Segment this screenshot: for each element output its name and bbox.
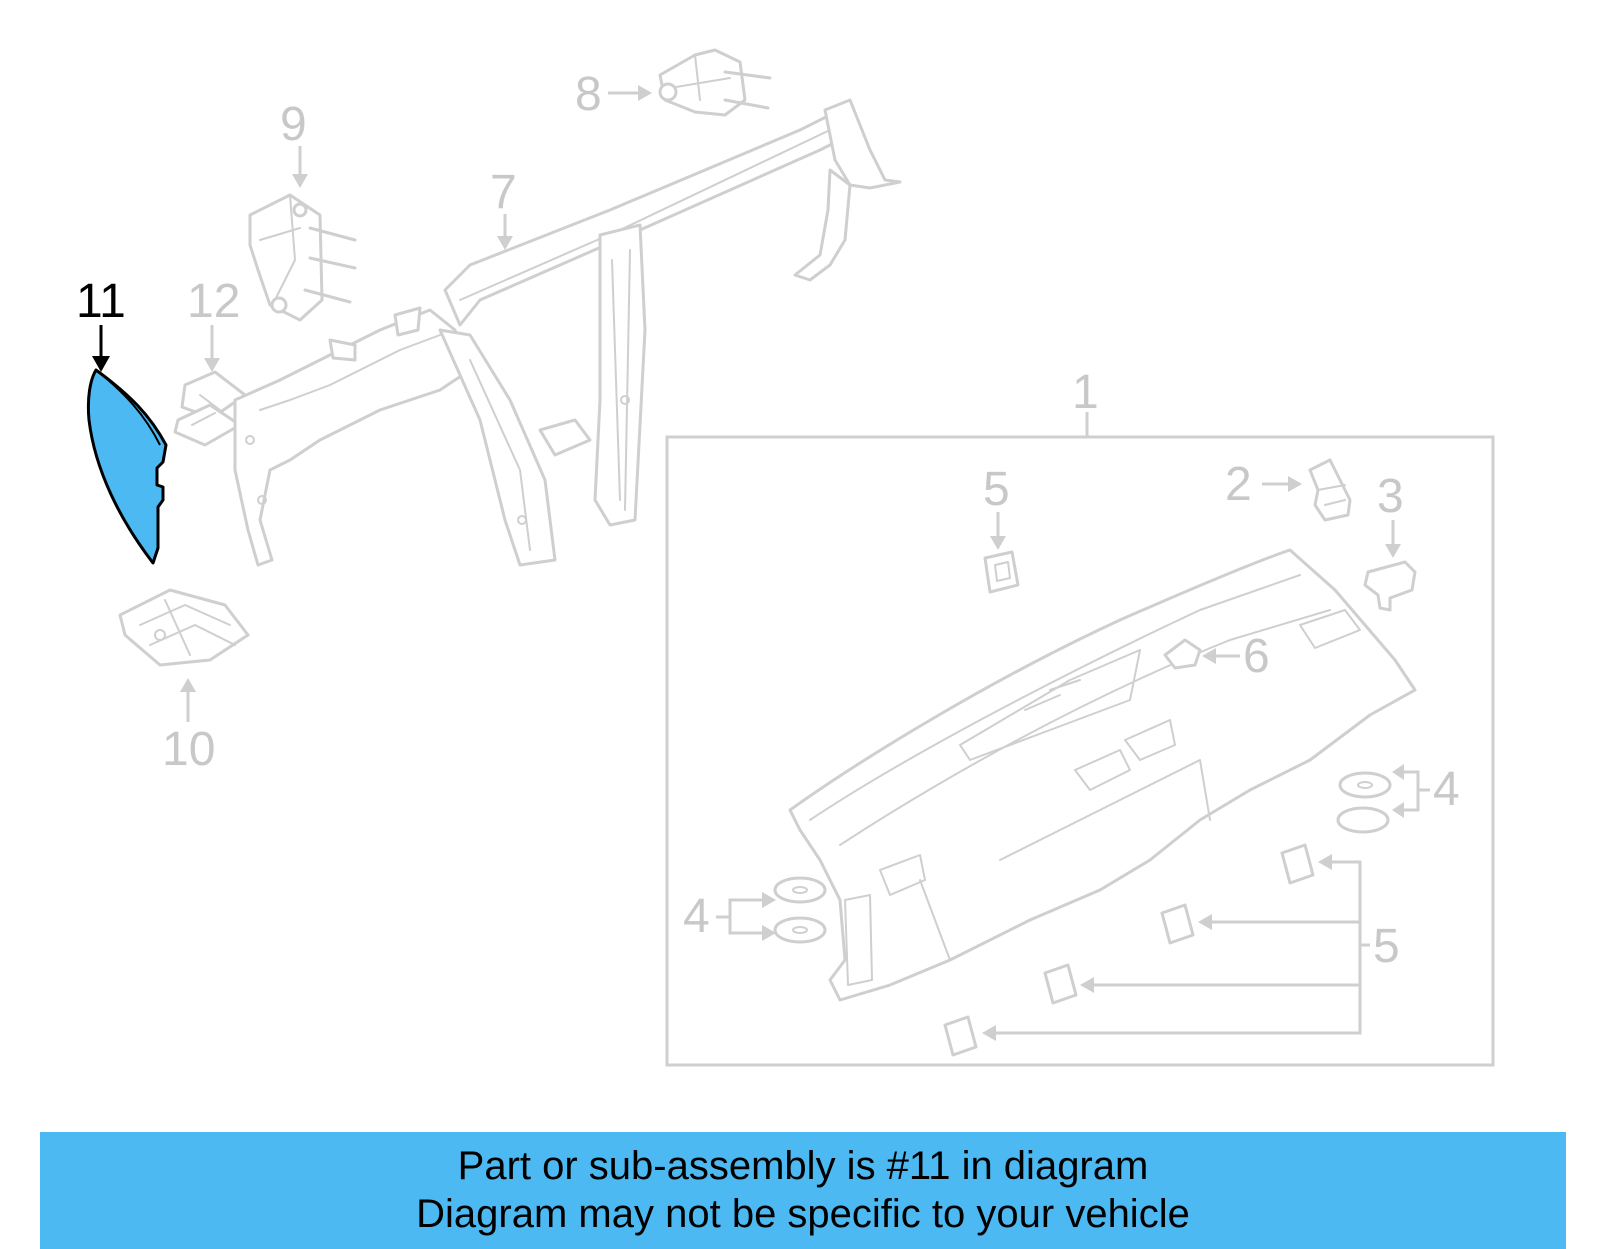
callout-10-arrow: [180, 678, 196, 722]
callout-6-arrow: [1202, 648, 1240, 664]
callout-4-right-arrows: [1392, 764, 1430, 818]
callout-11-arrow: [92, 325, 110, 372]
callout-3: 3: [1377, 470, 1404, 523]
callout-4-left-arrows: [716, 892, 776, 941]
callout-6: 6: [1243, 630, 1270, 683]
part-2-bracket: [1308, 458, 1352, 522]
part-5-clips-group: [943, 843, 1315, 1057]
callout-12-arrow: [204, 325, 220, 372]
part-8-bracket: [658, 48, 772, 117]
info-banner: Part or sub-assembly is #11 in diagram D…: [40, 1132, 1566, 1249]
part-4-grommets-right: [1336, 771, 1392, 834]
banner-line-1: Part or sub-assembly is #11 in diagram: [457, 1144, 1149, 1188]
part-10-bracket: [118, 588, 250, 667]
callout-5-top-arrow: [990, 512, 1006, 550]
banner-line-2: Diagram may not be specific to your vehi…: [416, 1192, 1190, 1236]
callout-2-arrow: [1262, 476, 1302, 492]
callout-5-bottom-arrows: [982, 854, 1370, 1041]
part-1-group-box: [665, 435, 1495, 1067]
part-7-cross-car-beam: [233, 98, 902, 567]
part-9-bracket: [248, 193, 357, 322]
callout-3-arrow: [1385, 520, 1401, 558]
callout-12: 12: [187, 275, 240, 328]
part-4-grommets-left: [773, 876, 827, 944]
callout-4-left: 4: [683, 890, 710, 943]
callout-8: 8: [575, 68, 602, 121]
part-1-instrument-panel: [788, 548, 1417, 1002]
callout-1: 1: [1072, 366, 1099, 419]
part-3-bracket: [1363, 560, 1417, 612]
callout-8-arrow: [608, 85, 652, 101]
callout-2: 2: [1225, 458, 1252, 511]
callout-11: 11: [76, 275, 126, 328]
callout-10: 10: [162, 723, 215, 776]
part-12-bracket: [173, 370, 247, 447]
callout-4-right: 4: [1433, 763, 1460, 816]
callout-9-arrow: [292, 146, 308, 188]
callout-5-bottom: 5: [1373, 920, 1400, 973]
callout-7-arrow: [497, 214, 513, 250]
callout-9: 9: [280, 98, 307, 151]
part-6-clip: [1163, 638, 1202, 670]
part-11-highlighted-panel[interactable]: [86, 368, 168, 565]
part-5-clip-top: [983, 550, 1020, 594]
callout-7: 7: [490, 166, 517, 219]
callout-5-top: 5: [983, 463, 1010, 516]
